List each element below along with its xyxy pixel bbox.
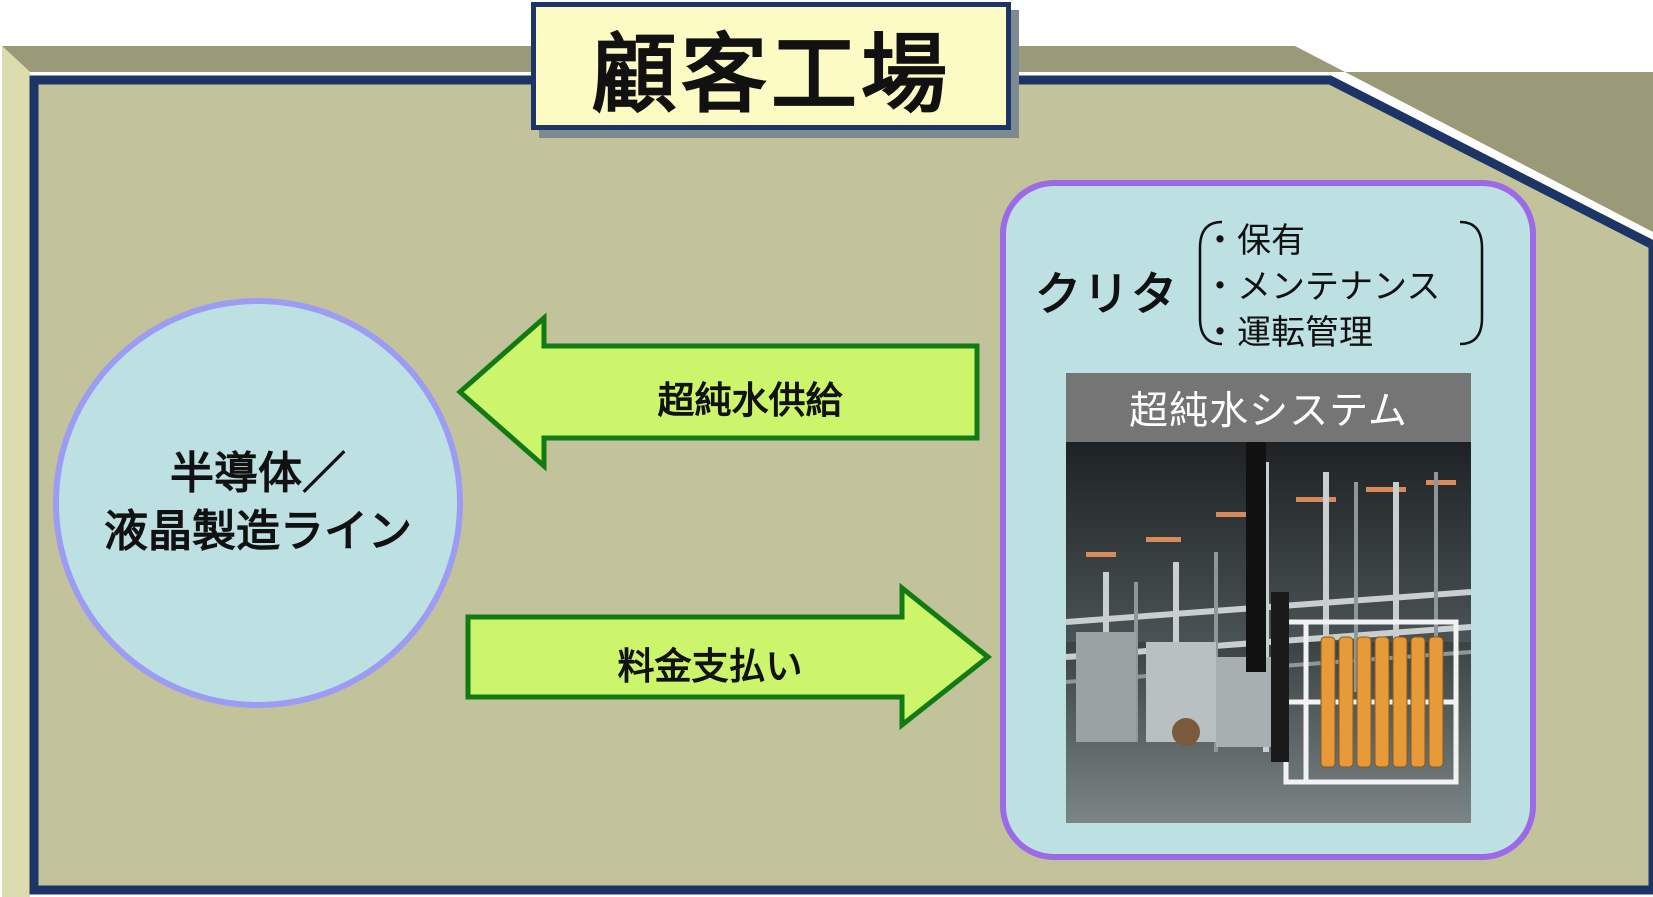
supply-arrow-label: 超純水供給 bbox=[657, 379, 843, 422]
page-title: 顧客工場 bbox=[591, 24, 951, 125]
service-item: ・保有 bbox=[1203, 221, 1305, 261]
service-item: ・メンテナンス bbox=[1203, 267, 1441, 307]
payment-arrow-label: 料金支払い bbox=[617, 645, 803, 688]
ultrapure-water-system-photo bbox=[1066, 442, 1471, 823]
title-box: 顧客工場 bbox=[531, 2, 1011, 130]
customer-line-label-2: 液晶製造ライン bbox=[104, 506, 412, 557]
customer-line-circle: 半導体／ 液晶製造ライン bbox=[53, 298, 463, 708]
company-name: クリタ bbox=[1035, 267, 1179, 321]
service-brackets bbox=[1198, 220, 1484, 346]
service-item: ・運転管理 bbox=[1203, 313, 1373, 353]
system-label: 超純水システム bbox=[1066, 373, 1471, 442]
supply-arrow bbox=[456, 312, 980, 472]
service-list: ・保有 ・メンテナンス ・運転管理 bbox=[1203, 218, 1440, 356]
factory-left-face bbox=[2, 46, 30, 897]
customer-line-label-1: 半導体／ bbox=[170, 448, 346, 499]
payment-arrow bbox=[465, 582, 993, 731]
factory-top-face bbox=[2, 46, 1653, 232]
